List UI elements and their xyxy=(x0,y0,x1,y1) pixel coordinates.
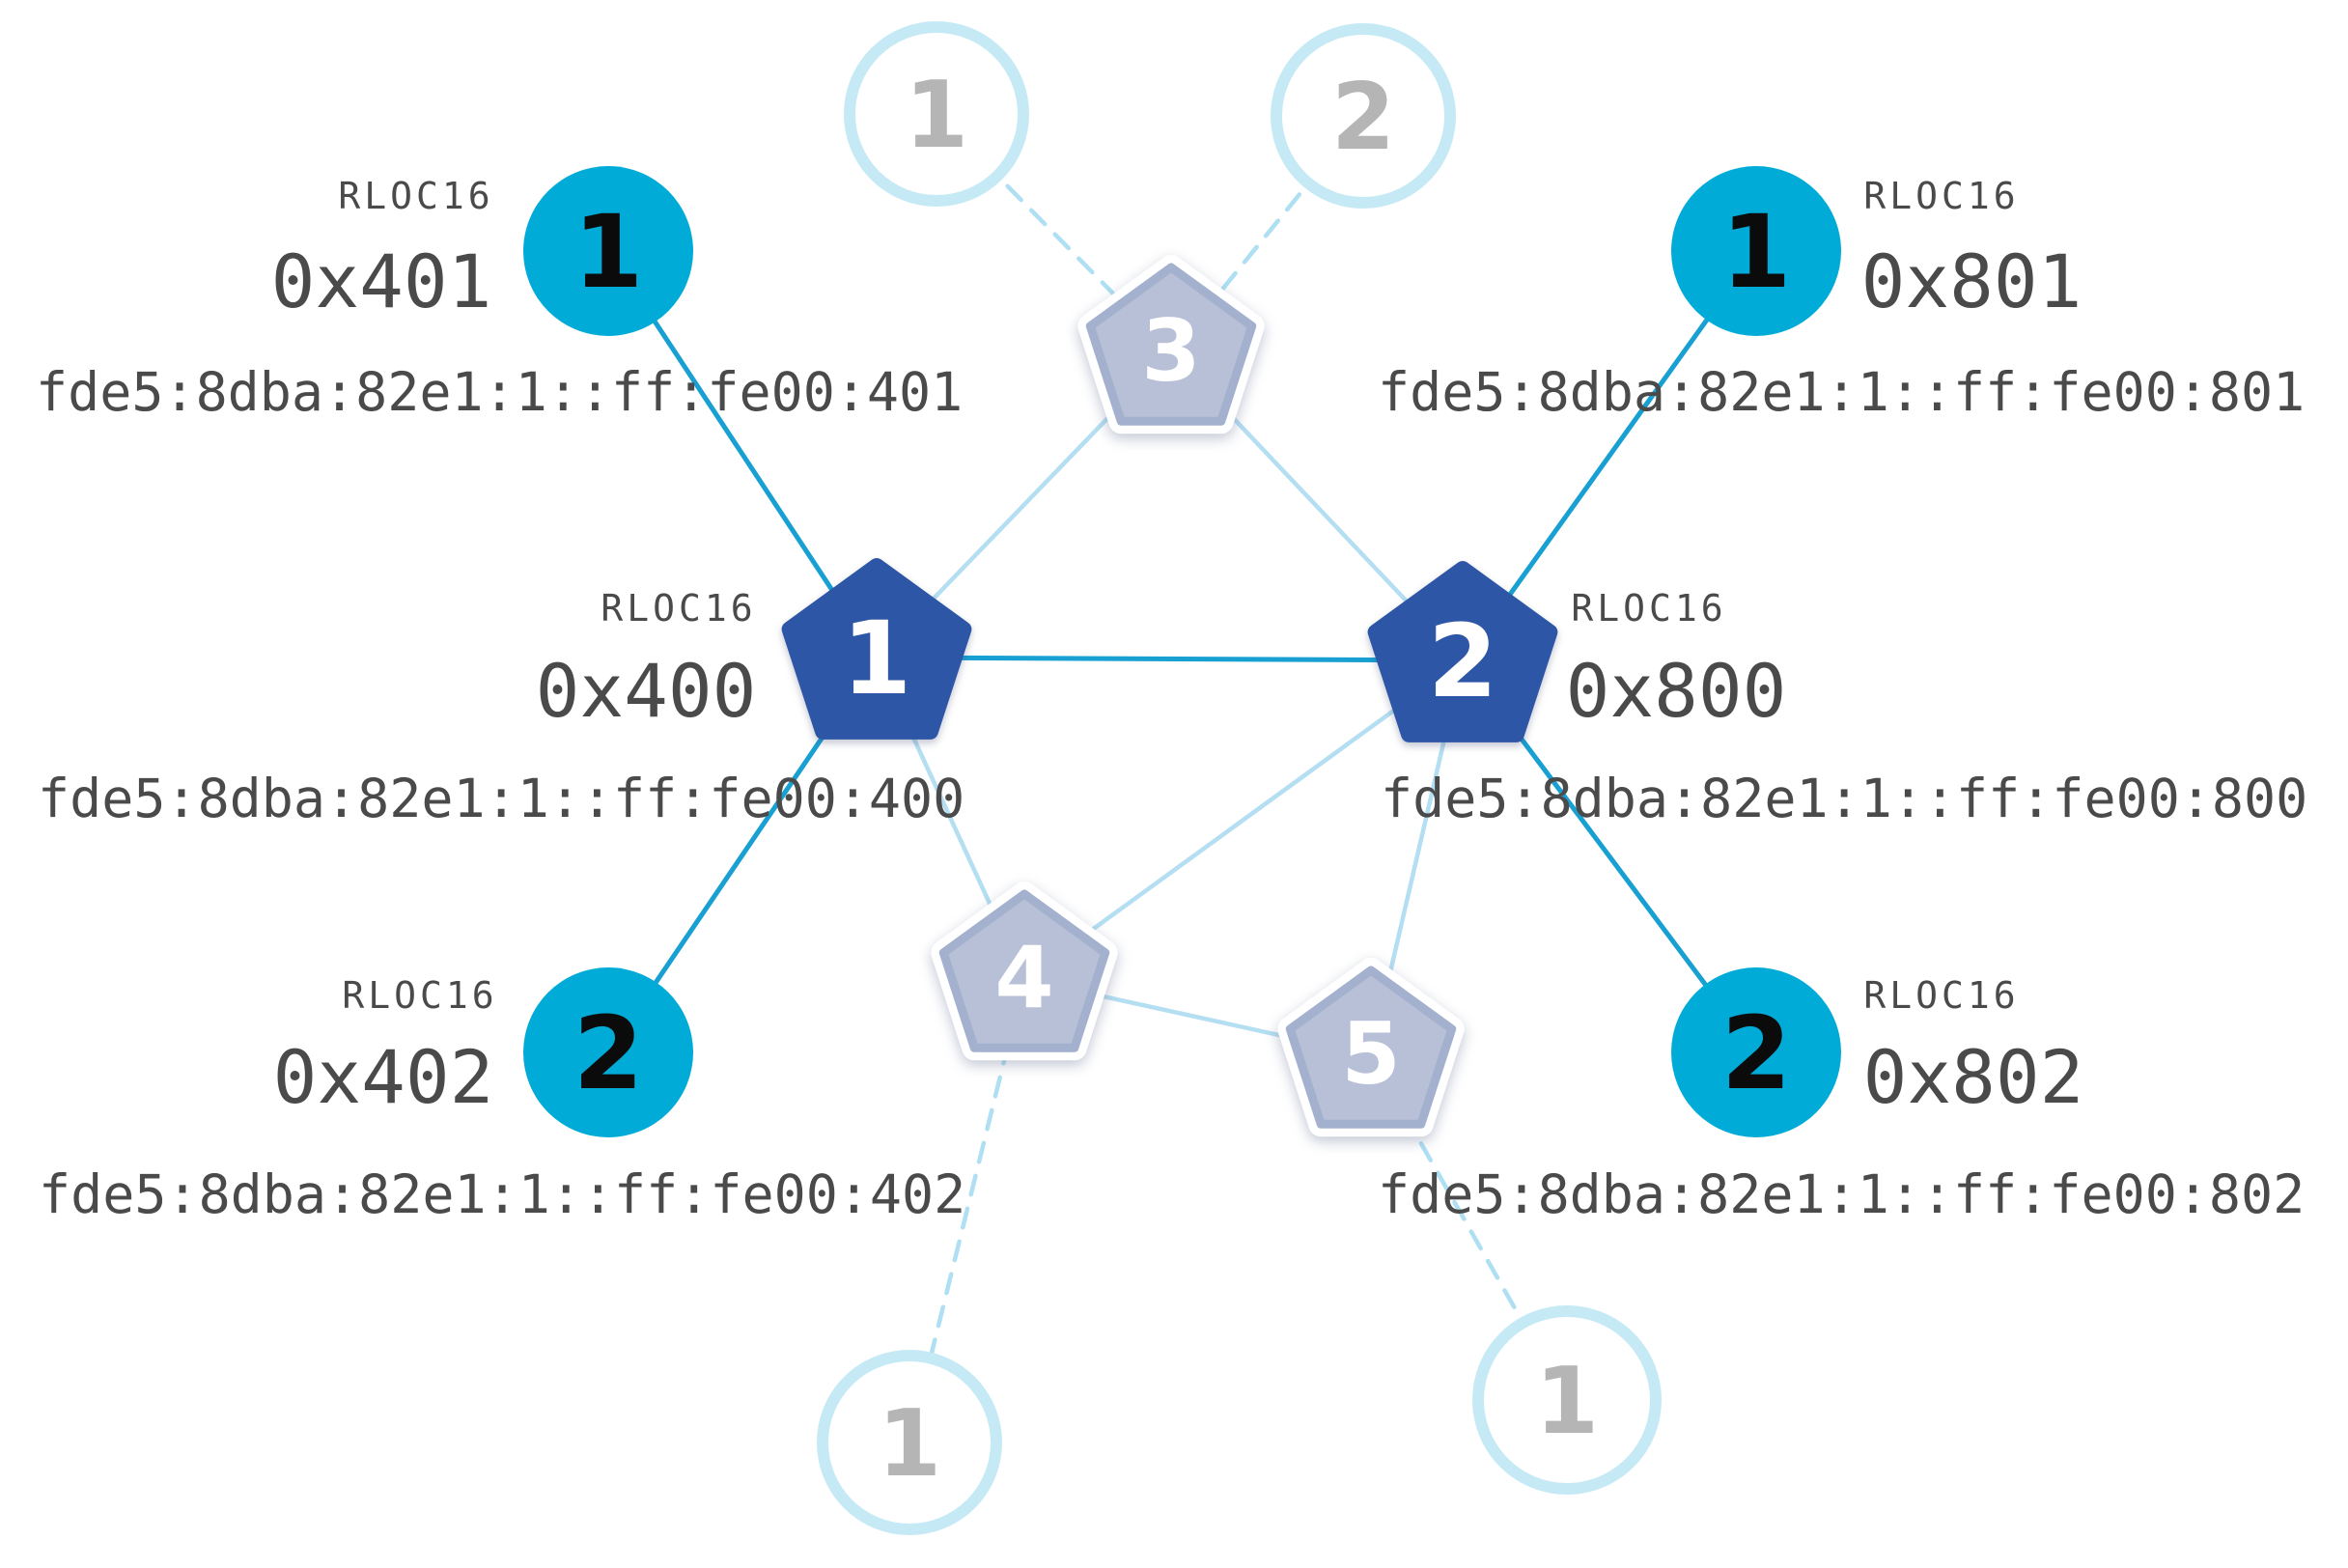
labels: RLOC16 0x401 fde5:8dba:82e1:1::ff:fe00:4… xyxy=(36,175,2307,1225)
inactive-end-device-circle xyxy=(844,21,1029,207)
end-device-401: 1 xyxy=(523,166,693,336)
rloc16-value: 0x402 xyxy=(273,1034,494,1120)
end-device-402: 2 xyxy=(523,967,693,1137)
router-pentagon xyxy=(1367,561,1558,742)
node-number: 3 xyxy=(1141,301,1200,401)
rloc16-label: RLOC16 xyxy=(1863,974,2019,1017)
router-4: 4 xyxy=(931,882,1118,1061)
node-number: 2 xyxy=(1721,994,1791,1112)
node-number: 1 xyxy=(842,600,911,717)
ipv6-address: fde5:8dba:82e1:1::ff:fe00:802 xyxy=(1378,1163,2305,1225)
end-device-802: 2 xyxy=(1671,967,1841,1137)
node-number: 2 xyxy=(1331,65,1395,171)
node-number: 1 xyxy=(573,193,643,311)
end-device-circle xyxy=(1671,166,1841,336)
inactive-end-device-circle xyxy=(1271,23,1456,209)
ipv6-address: fde5:8dba:82e1:1::ff:fe00:800 xyxy=(1381,768,2307,829)
router-pentagon xyxy=(781,558,972,740)
node-number: 2 xyxy=(573,994,643,1112)
router-pentagon xyxy=(938,889,1110,1052)
rloc16-label: RLOC16 xyxy=(601,587,756,630)
rloc16-value: 0x400 xyxy=(536,648,757,734)
link-router1-router2 xyxy=(876,655,1464,663)
router-pentagon xyxy=(1085,263,1257,426)
ipv6-address: fde5:8dba:82e1:1::ff:fe00:400 xyxy=(38,768,964,829)
rloc16-value: 0x401 xyxy=(271,238,492,324)
inactive-end-device-top-1: 1 xyxy=(844,21,1029,207)
router-1: 1 xyxy=(781,558,972,740)
end-device-circle xyxy=(523,967,693,1137)
rloc16-value: 0x802 xyxy=(1863,1034,2084,1120)
end-device-circle xyxy=(1671,967,1841,1137)
router-2: 2 xyxy=(1367,561,1558,742)
router-3: 3 xyxy=(1077,255,1265,434)
node-number: 4 xyxy=(994,928,1053,1027)
end-device-801: 1 xyxy=(1671,166,1841,336)
link-router2-router4 xyxy=(1022,658,1465,981)
node-number: 1 xyxy=(1535,1349,1599,1455)
ipv6-address: fde5:8dba:82e1:1::ff:fe00:801 xyxy=(1378,361,2305,423)
inactive-end-device-circle xyxy=(1472,1305,1662,1495)
inactive-end-device-bottom-right: 1 xyxy=(1472,1305,1662,1495)
node-number: 1 xyxy=(878,1391,941,1498)
router-5: 5 xyxy=(1277,958,1465,1137)
rloc16-value: 0x800 xyxy=(1566,648,1787,734)
node-number: 2 xyxy=(1428,602,1497,720)
rloc16-label: RLOC16 xyxy=(338,175,493,217)
inactive-end-device-top-2: 2 xyxy=(1271,23,1456,209)
end-device-circle xyxy=(523,166,693,336)
ipv6-address: fde5:8dba:82e1:1::ff:fe00:401 xyxy=(36,361,963,423)
rloc16-label: RLOC16 xyxy=(1863,175,2019,217)
node-number: 5 xyxy=(1341,1004,1400,1104)
router-pentagon xyxy=(1285,966,1457,1129)
node-number: 1 xyxy=(905,63,968,169)
rloc16-label: RLOC16 xyxy=(342,974,497,1017)
inactive-end-device-bottom-left: 1 xyxy=(817,1350,1002,1535)
inactive-end-device-circle xyxy=(817,1350,1002,1535)
ipv6-address: fde5:8dba:82e1:1::ff:fe00:402 xyxy=(39,1163,965,1225)
node-number: 1 xyxy=(1721,193,1791,311)
rloc16-label: RLOC16 xyxy=(1571,587,1726,630)
rloc16-value: 0x801 xyxy=(1861,238,2082,324)
